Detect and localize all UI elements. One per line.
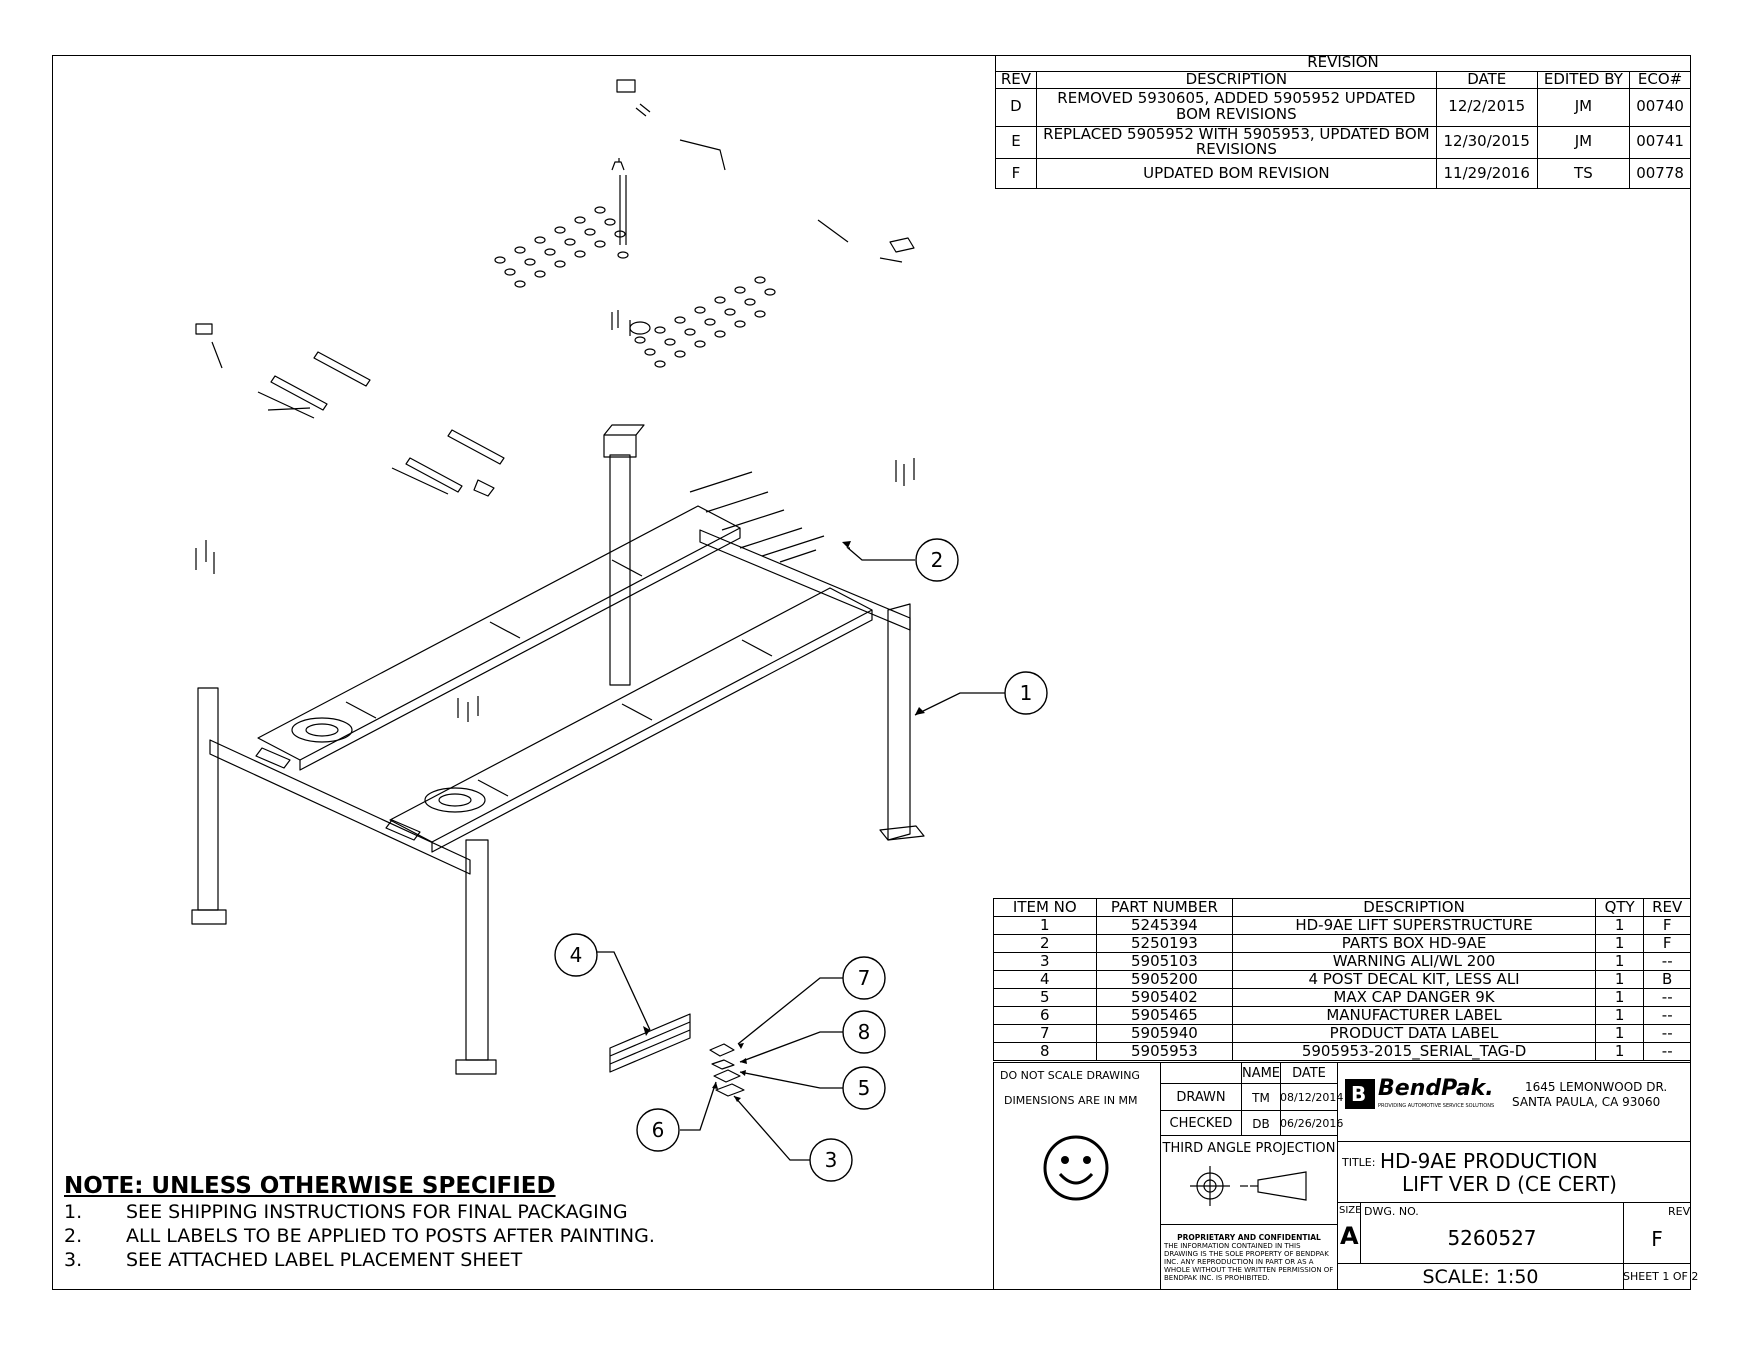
balloons: 1 2 3 4 5 6 7 8 — [554, 538, 1048, 1182]
address-line2: SANTA PAULA, CA 93060 — [1512, 1095, 1661, 1109]
qty-header: QTY — [1594, 898, 1645, 917]
balloon-1: 1 — [1020, 681, 1033, 705]
name-header: NAME — [1241, 1066, 1281, 1081]
note-3-text: SEE ATTACHED LABEL PLACEMENT SHEET — [126, 1249, 523, 1271]
note-2-num: 2. — [64, 1225, 83, 1247]
eco-col-header: ECO# — [1629, 70, 1691, 89]
labels-cluster — [609, 1013, 745, 1097]
rev-header: REV — [1643, 898, 1691, 917]
bom-table: ITEM NO PART NUMBER DESCRIPTION QTY REV … — [993, 898, 1691, 1061]
drawn-date: 08/12/2014 — [1280, 1091, 1344, 1104]
revision-row: F UPDATED BOM REVISION 11/29/2016 TS 007… — [995, 158, 1691, 189]
date-header: DATE — [1292, 1066, 1326, 1081]
drawn-label: DRAWN — [1176, 1090, 1226, 1105]
description-header: DESCRIPTION — [1232, 898, 1596, 917]
smiley-icon — [1043, 1135, 1109, 1201]
drawn-name: TM — [1252, 1091, 1270, 1105]
balloon-4-circle — [554, 933, 598, 977]
balloon-6: 6 — [652, 1118, 665, 1142]
bolt-grid-a — [494, 206, 626, 288]
checked-name: DB — [1252, 1117, 1270, 1131]
revision-table: REVISION REV DESCRIPTION DATE EDITED BY … — [995, 54, 1691, 189]
notes-heading: NOTE: UNLESS OTHERWISE SPECIFIED — [64, 1173, 556, 1199]
balloon-3: 3 — [825, 1148, 838, 1172]
third-angle-projection-icon — [1190, 1166, 1307, 1206]
size-label: SIZE — [1339, 1205, 1362, 1216]
leader-lines — [588, 547, 1005, 1161]
note-1-text: SEE SHIPPING INSTRUCTIONS FOR FINAL PACK… — [126, 1201, 628, 1223]
revision-title: REVISION — [995, 54, 1691, 72]
part-number-header: PART NUMBER — [1095, 898, 1234, 917]
note-1-num: 1. — [64, 1201, 83, 1223]
exploded-hardware — [494, 79, 915, 368]
drawing-title-line2: LIFT VER D (CE CERT) — [1402, 1172, 1617, 1196]
item-no-header: ITEM NO — [993, 898, 1097, 917]
title-label: TITLE: — [1342, 1156, 1376, 1169]
bendpak-logo-icon: B — [1345, 1079, 1375, 1109]
rev-value: F — [1651, 1227, 1663, 1251]
dimensions-note: DIMENSIONS ARE IN MM — [1004, 1094, 1138, 1107]
cross-tubes — [689, 471, 825, 563]
dwg-no-label: DWG. NO. — [1364, 1205, 1419, 1218]
proprietary-text: THE INFORMATION CONTAINED IN THIS DRAWIN… — [1164, 1242, 1334, 1282]
address-line1: 1645 LEMONWOOD DR. — [1525, 1080, 1668, 1094]
balloon-2-circle — [915, 538, 959, 582]
checked-label: CHECKED — [1169, 1116, 1233, 1131]
balloon-5: 5 — [858, 1076, 871, 1100]
drawing-frame — [52, 55, 1691, 1290]
company-tagline: PROVIDING AUTOMOTIVE SERVICE SOLUTIONS — [1378, 1103, 1495, 1109]
description-col-header: DESCRIPTION — [1035, 70, 1437, 89]
balloon-4: 4 — [570, 943, 583, 967]
size-value: A — [1340, 1222, 1359, 1250]
lift-superstructure — [191, 424, 925, 1075]
balloon-8-circle — [842, 1010, 886, 1054]
svg-text:B: B — [1351, 1082, 1366, 1106]
proprietary-title: PROPRIETARY AND CONFIDENTIAL — [1177, 1233, 1321, 1242]
checked-date: 06/26/2016 — [1280, 1117, 1344, 1130]
drawing-title-line1: HD-9AE PRODUCTION — [1380, 1149, 1598, 1173]
loose-ramp-parts — [195, 323, 915, 574]
edited-by-col-header: EDITED BY — [1536, 70, 1631, 89]
balloon-7: 7 — [858, 966, 871, 990]
company-name: BendPak. — [1378, 1076, 1494, 1101]
revision-row: E REPLACED 5905952 WITH 5905953, UPDATED… — [995, 125, 1691, 159]
rev-label: REV — [1668, 1205, 1691, 1218]
balloon-3-circle — [809, 1138, 853, 1182]
scale-value: SCALE: 1:50 — [1422, 1266, 1539, 1288]
sheet-value: SHEET 1 OF 2 — [1623, 1270, 1699, 1283]
balloon-1-circle — [1004, 671, 1048, 715]
projection-label: THIRD ANGLE PROJECTION — [1162, 1141, 1336, 1156]
balloon-6-circle — [636, 1108, 680, 1152]
balloon-5-circle — [842, 1066, 886, 1110]
dwg-no-value: 5260527 — [1447, 1226, 1537, 1250]
rev-col-header: REV — [995, 70, 1037, 89]
balloon-2: 2 — [931, 548, 944, 572]
revision-row: D REMOVED 5930605, ADDED 5905952 UPDATED… — [995, 87, 1691, 127]
balloon-8: 8 — [858, 1020, 871, 1044]
leader-arrows — [643, 541, 925, 1102]
note-2-text: ALL LABELS TO BE APPLIED TO POSTS AFTER … — [126, 1225, 655, 1247]
do-not-scale: DO NOT SCALE DRAWING — [1000, 1069, 1140, 1082]
balloon-7-circle — [842, 956, 886, 1000]
note-3-num: 3. — [64, 1249, 83, 1271]
date-col-header: DATE — [1435, 70, 1538, 89]
bolt-grid-b — [634, 276, 776, 368]
